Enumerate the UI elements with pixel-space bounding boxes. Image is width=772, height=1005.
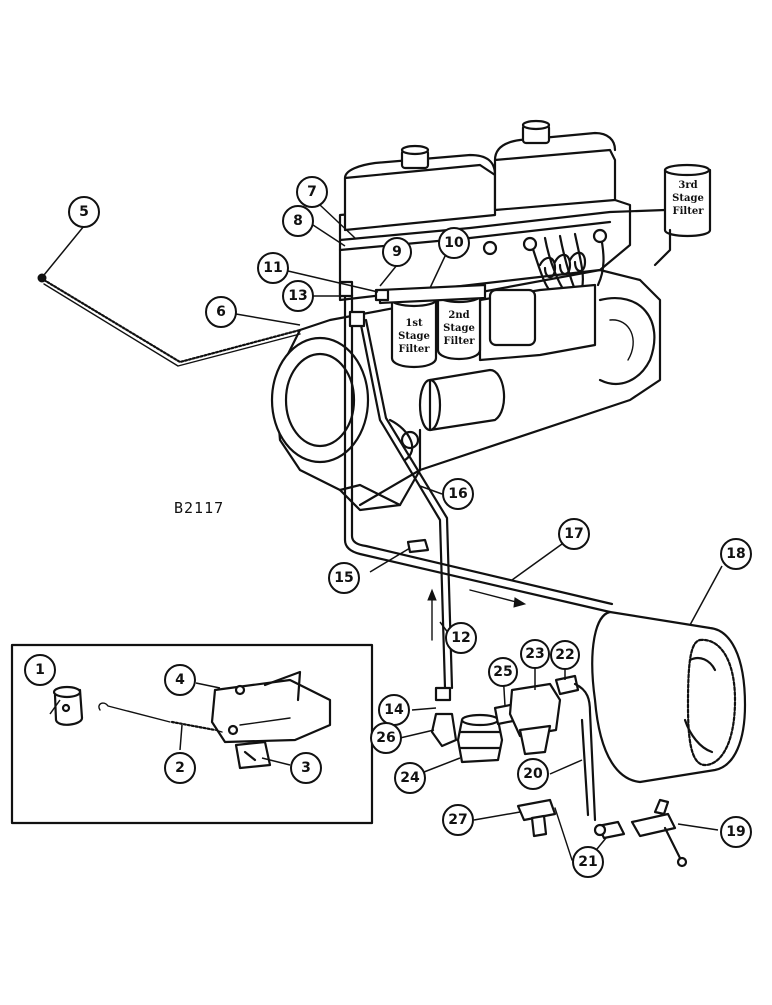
callout-5: 5 xyxy=(68,196,100,228)
svg-text:15: 15 xyxy=(334,570,353,586)
cylinder-head xyxy=(338,119,667,362)
second-stage-filter: 2nd Stage Filter xyxy=(378,283,487,360)
callout-10: 10 xyxy=(438,227,470,259)
callout-25: 25 xyxy=(488,657,518,687)
callout-21: 21 xyxy=(572,846,604,878)
callout-18: 18 xyxy=(720,538,752,570)
callout-24: 24 xyxy=(394,762,426,794)
first-filter-label-3: Filter xyxy=(399,344,431,355)
drawing-code: B2117 xyxy=(174,499,224,517)
svg-text:22: 22 xyxy=(555,647,574,663)
second-filter-label-1: 2nd xyxy=(448,310,469,321)
svg-text:20: 20 xyxy=(523,766,543,782)
svg-text:19: 19 xyxy=(726,824,745,840)
fuel-tank xyxy=(591,610,747,784)
svg-text:3: 3 xyxy=(301,760,311,776)
second-filter-label-3: Filter xyxy=(444,336,476,347)
governor-inset xyxy=(10,643,374,825)
first-stage-filter: 1st Stage Filter xyxy=(390,292,438,368)
svg-text:6: 6 xyxy=(216,304,226,320)
svg-text:9: 9 xyxy=(392,244,402,260)
svg-text:10: 10 xyxy=(444,235,464,251)
tank-fittings xyxy=(516,798,688,868)
svg-text:4: 4 xyxy=(175,672,185,688)
svg-text:13: 13 xyxy=(288,288,307,304)
callout-20: 20 xyxy=(517,758,549,790)
callout-27: 27 xyxy=(442,804,474,836)
callout-6: 6 xyxy=(205,296,237,328)
callout-1: 1 xyxy=(24,654,56,686)
svg-text:18: 18 xyxy=(726,546,745,562)
svg-text:27: 27 xyxy=(448,812,467,828)
first-filter-label-2: Stage xyxy=(398,331,430,342)
svg-text:11: 11 xyxy=(263,260,282,276)
third-filter-label-1: 3rd xyxy=(678,180,697,191)
callout-13: 13 xyxy=(282,280,314,312)
callout-2: 2 xyxy=(164,752,196,784)
callout-12: 12 xyxy=(445,622,477,654)
callout-3: 3 xyxy=(290,752,322,784)
svg-text:16: 16 xyxy=(448,486,467,502)
svg-text:14: 14 xyxy=(384,702,404,718)
svg-text:12: 12 xyxy=(451,630,470,646)
callout-26: 26 xyxy=(370,722,402,754)
callout-4: 4 xyxy=(164,664,196,696)
callout-17: 17 xyxy=(558,518,590,550)
callout-16: 16 xyxy=(442,478,474,510)
sediment-bowl-assembly xyxy=(456,674,597,822)
svg-text:5: 5 xyxy=(79,204,89,220)
third-filter-label-2: Stage xyxy=(672,193,704,204)
third-stage-filter: 3rd Stage Filter xyxy=(653,163,712,267)
svg-text:17: 17 xyxy=(564,526,583,542)
throttle-rod xyxy=(37,273,302,367)
callout-23: 23 xyxy=(520,639,550,669)
callout-9: 9 xyxy=(382,237,412,267)
fuel-lines xyxy=(338,280,614,748)
svg-text:24: 24 xyxy=(400,770,420,786)
first-filter-label-1: 1st xyxy=(405,318,423,329)
callouts: 1 2 3 4 5 6 7 8 9 10 11 12 13 14 15 16 1… xyxy=(24,176,752,878)
svg-text:23: 23 xyxy=(525,646,544,662)
svg-text:1: 1 xyxy=(35,662,45,678)
callout-15: 15 xyxy=(328,562,360,594)
svg-text:26: 26 xyxy=(376,730,395,746)
callout-22: 22 xyxy=(550,640,580,670)
third-filter-label-3: Filter xyxy=(673,206,705,217)
svg-text:21: 21 xyxy=(578,854,597,870)
callout-14: 14 xyxy=(378,694,410,726)
callout-11: 11 xyxy=(257,252,289,284)
callout-7: 7 xyxy=(296,176,328,208)
svg-text:2: 2 xyxy=(175,760,185,776)
callout-8: 8 xyxy=(282,205,314,237)
svg-text:25: 25 xyxy=(493,664,512,680)
callout-19: 19 xyxy=(720,816,752,848)
svg-text:8: 8 xyxy=(293,213,303,229)
second-filter-label-2: Stage xyxy=(443,323,475,334)
svg-text:7: 7 xyxy=(307,184,317,200)
